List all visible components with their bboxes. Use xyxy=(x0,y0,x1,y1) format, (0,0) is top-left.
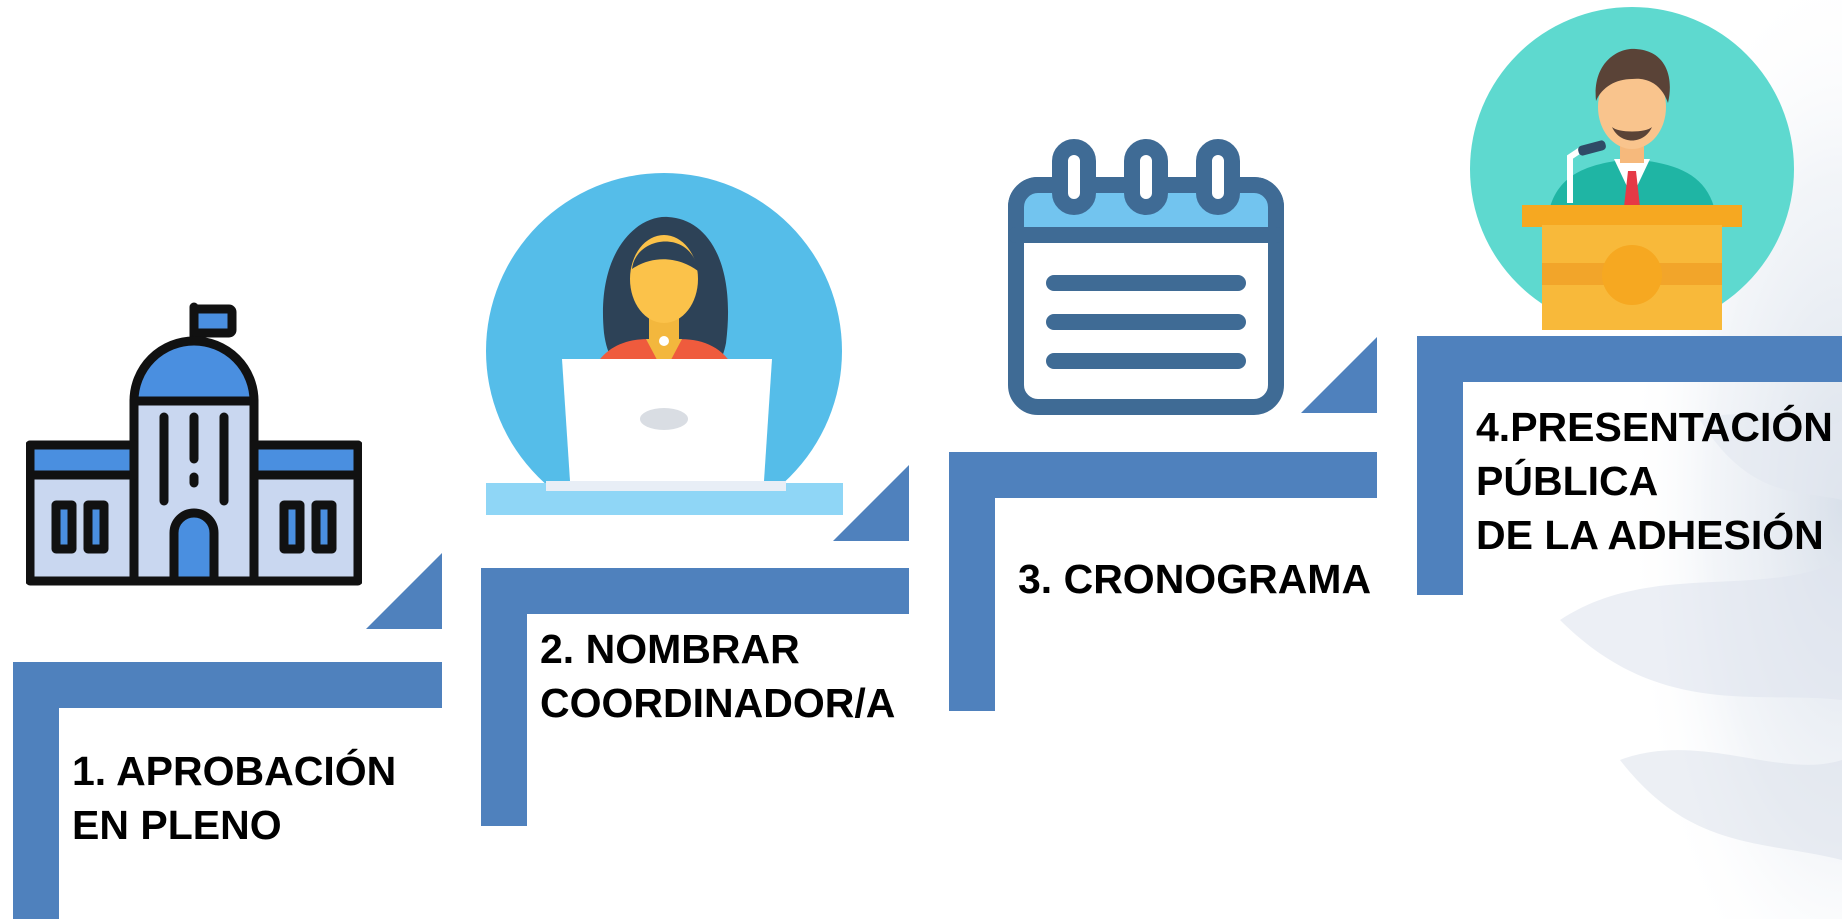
step-1-label-line-1: 1. APROBACIÓN xyxy=(72,748,397,794)
town-hall-building-icon xyxy=(26,301,362,587)
step-4-riser xyxy=(1417,336,1463,595)
step-2-tread xyxy=(481,568,909,614)
speaker-at-podium-icon xyxy=(1470,7,1795,330)
step-1-riser xyxy=(13,662,59,919)
step-3-riser xyxy=(949,452,995,711)
woman-with-laptop-icon xyxy=(486,173,843,515)
step-4-label-line-1: 4.PRESENTACIÓN xyxy=(1476,404,1833,450)
step-3-label-line-1: 3. CRONOGRAMA xyxy=(1018,556,1372,602)
step-2-label-line-1: 2. NOMBRAR xyxy=(540,626,800,672)
step-1-label: 1. APROBACIÓN EN PLENO xyxy=(72,744,396,852)
step-4-label-line-2: PÚBLICA xyxy=(1476,458,1659,504)
step-4-label: 4.PRESENTACIÓN PÚBLICA DE LA ADHESIÓN xyxy=(1476,400,1833,562)
step-4-tread xyxy=(1417,336,1842,382)
step-1-label-line-2: EN PLENO xyxy=(72,802,282,848)
step-2-riser xyxy=(481,568,527,826)
step-1-tread xyxy=(13,662,442,708)
step-2-label-line-2: COORDINADOR/A xyxy=(540,680,896,726)
step-3-tread xyxy=(949,452,1377,498)
step-2-label: 2. NOMBRAR COORDINADOR/A xyxy=(540,622,895,730)
calendar-icon xyxy=(1006,139,1286,417)
step-3-label: 3. CRONOGRAMA xyxy=(1018,552,1371,606)
step-4-label-line-3: DE LA ADHESIÓN xyxy=(1476,512,1824,558)
